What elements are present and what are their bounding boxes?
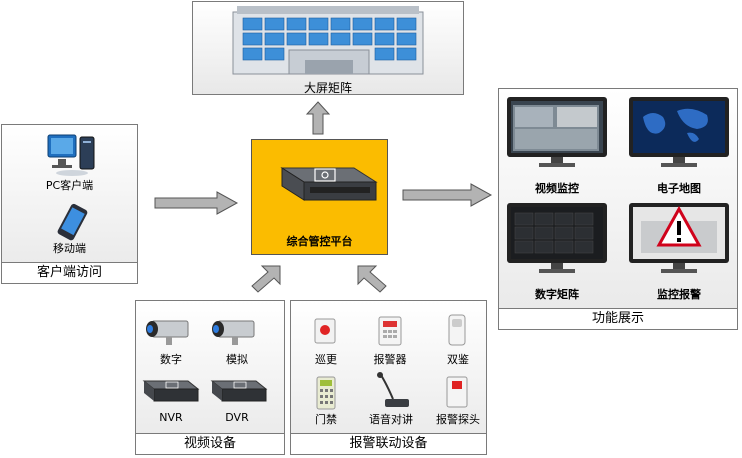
video-monitor-screen: [507, 97, 607, 167]
alarm-device-label-access: 门禁: [315, 413, 337, 426]
analog-camera-icon: [212, 320, 255, 345]
dual-detector-icon: [448, 314, 466, 346]
function-label-alarm: 监控报警: [657, 288, 701, 301]
video-device-label-digital: 数字: [160, 353, 182, 366]
mobile-icon: [57, 203, 88, 241]
alarm-panel-icon: [378, 316, 402, 346]
arrow-up-from-video: [251, 265, 281, 293]
display-wall-label: 大屏矩阵: [303, 81, 352, 95]
arrow-up-from-alarm: [357, 265, 387, 293]
arrow-right-to-functions: [402, 183, 493, 207]
display-wall-panel: 大屏矩阵: [192, 1, 464, 95]
display-wall-building-icon: [232, 6, 424, 75]
intercom-icon: [377, 372, 409, 407]
platform-label: 综合管控平台: [286, 235, 353, 248]
function-label-matrix: 数字矩阵: [535, 288, 579, 301]
arrow-right-to-platform: [154, 191, 239, 215]
platform-server-icon: [280, 167, 378, 201]
alarm-device-label-intercom: 语音对讲: [369, 413, 413, 426]
functions-title: 功能展示: [499, 308, 737, 329]
alarm-device-label-alarm: 报警器: [373, 353, 407, 366]
access-control-icon: [316, 376, 336, 410]
video-devices-title: 视频设备: [136, 433, 284, 454]
video-device-label-dvr: DVR: [225, 411, 249, 424]
pc-client-label: PC客户端: [45, 179, 94, 192]
nvr-device-icon: [142, 380, 200, 402]
alarm-devices-title: 报警联动设备: [291, 433, 486, 454]
function-label-video: 视频监控: [535, 182, 579, 195]
video-devices-panel: 数字 模拟 NVR DVR 视频设备: [135, 300, 285, 455]
alarm-device-label-patrol: 巡更: [315, 353, 337, 366]
mobile-client-label: 移动端: [53, 242, 86, 255]
alarm-device-label-probe: 报警探头: [436, 413, 480, 426]
matrix-monitor-screen: [507, 203, 607, 273]
pc-icon: [47, 134, 95, 176]
map-monitor-screen: [629, 97, 729, 167]
dvr-device-icon: [210, 380, 268, 402]
arrow-up-to-wall: [305, 101, 331, 135]
digital-camera-icon: [146, 320, 189, 345]
client-access-panel: PC客户端 移动端 客户端访问: [1, 124, 138, 284]
client-access-title: 客户端访问: [2, 262, 137, 283]
function-label-map: 电子地图: [657, 182, 701, 195]
alarm-probe-icon: [446, 376, 468, 408]
video-device-label-nvr: NVR: [159, 411, 183, 424]
functions-panel: 视频监控 电子地图 数字矩阵 监控报警 功能展示: [498, 88, 738, 330]
patrol-button-icon: [314, 318, 336, 344]
video-device-label-analog: 模拟: [226, 353, 248, 366]
alarm-device-label-dual: 双鉴: [447, 353, 469, 366]
alarm-devices-panel: 巡更 报警器 双鉴 门禁 语音对讲 报警探头 报警联动设备: [290, 300, 487, 455]
alarm-monitor-screen: [629, 203, 729, 273]
platform-panel: 综合管控平台: [251, 139, 388, 255]
